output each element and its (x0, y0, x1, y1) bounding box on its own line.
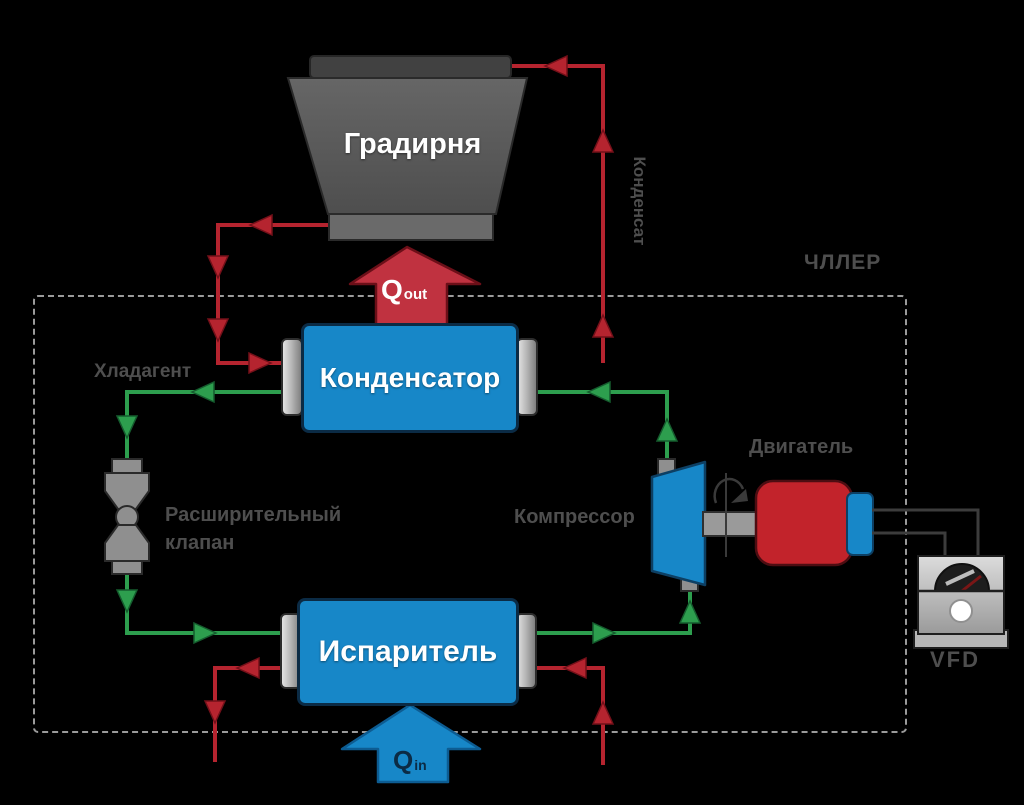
arrow-left-icon (190, 380, 215, 404)
pipe-compressor-to-condenser (536, 390, 669, 464)
vfd-gauge-needle (961, 574, 982, 593)
qout-subscript: out (403, 286, 428, 303)
arrow-up-icon (591, 313, 615, 338)
cooling-tower-cap (309, 55, 512, 79)
expansion-valve (104, 458, 150, 575)
heat-out-label: Q out (381, 276, 427, 304)
arrow-down-icon (203, 700, 227, 725)
arrow-up-icon (655, 417, 679, 442)
pipe-evaporator-to-compressor (534, 592, 692, 635)
vfd-wires (872, 508, 980, 557)
heat-in-arrow-icon (340, 703, 482, 784)
pipe-condenser-to-valve (125, 390, 284, 464)
pipe-chilled-water-out (213, 666, 284, 762)
rotation-arrow-icon (713, 477, 745, 504)
arrow-up-icon (591, 128, 615, 153)
arrow-left-icon (248, 213, 273, 237)
expansion-valve-label-line1: Расширительный (165, 504, 342, 526)
arrow-down-icon (115, 589, 139, 614)
red-flow-arrows (203, 54, 615, 725)
arrow-left-icon (543, 54, 568, 78)
cooling-tower-label: Градирня (343, 128, 482, 160)
arrow-down-icon (206, 255, 230, 280)
qout-symbol: Q (381, 274, 403, 305)
valve-upper-body (104, 472, 150, 510)
arrow-left-icon (235, 656, 260, 680)
green-flow-arrows (115, 380, 702, 645)
arrow-down-icon (206, 318, 230, 343)
chiller-boundary-label: ЧЛЛЕР (804, 251, 882, 274)
qin-symbol: Q (393, 745, 414, 775)
arrow-left-icon (586, 380, 611, 404)
vfd-label: VFD (930, 647, 980, 672)
vfd-unit (913, 555, 1009, 649)
vfd-wire-upper (872, 508, 980, 557)
condenser-block: Конденсатор (301, 323, 519, 433)
chiller-boundary-dashed-box (33, 295, 907, 733)
evaporator-block: Испаритель (297, 598, 519, 706)
heat-in-label: Q in (393, 747, 427, 773)
condenser-left-cap (281, 338, 303, 416)
arrow-right-icon (248, 351, 273, 375)
condenser-label: Конденсатор (319, 362, 501, 393)
compressor (650, 458, 707, 592)
valve-lower-body (104, 524, 150, 562)
motor-end-cap (846, 492, 874, 556)
motor-label: Двигатель (749, 436, 854, 458)
vfd-wire-lower (872, 531, 947, 557)
rotation-arrowhead-icon (731, 489, 748, 503)
vfd-gauge-highlight (945, 569, 975, 586)
drive-shaft (702, 511, 760, 537)
compressor-body (650, 460, 707, 587)
arrow-up-icon (591, 700, 615, 725)
refrigerant-label: Хладагент (94, 361, 192, 382)
motor-body (754, 479, 854, 567)
expansion-valve-label-line2: клапан (165, 532, 235, 554)
cooling-tower (286, 55, 529, 241)
vfd-knob (949, 599, 973, 623)
valve-bottom-cap (111, 560, 143, 575)
arrow-up-icon (678, 599, 702, 624)
condenser-right-cap (516, 338, 538, 416)
pipe-condensate-riser (510, 64, 605, 363)
arrow-down-icon (115, 415, 139, 440)
pipe-valve-to-evaporator (125, 562, 284, 635)
cooling-tower-body (286, 77, 529, 215)
valve-top-cap (111, 458, 143, 474)
compressor-label: Компрессор (514, 506, 635, 528)
motor-assembly (702, 473, 874, 567)
condensate-label: Конденсат (630, 156, 649, 246)
pipe-chilled-water-in (534, 666, 605, 765)
cooling-tower-base (328, 213, 494, 241)
expansion-valve-label: Расширительный клапан (165, 501, 341, 557)
arrow-right-icon (592, 621, 617, 645)
arrow-right-icon (193, 621, 218, 645)
qin-subscript: in (414, 757, 427, 773)
evaporator-label: Испаритель (318, 635, 498, 668)
arrow-left-icon (562, 656, 587, 680)
